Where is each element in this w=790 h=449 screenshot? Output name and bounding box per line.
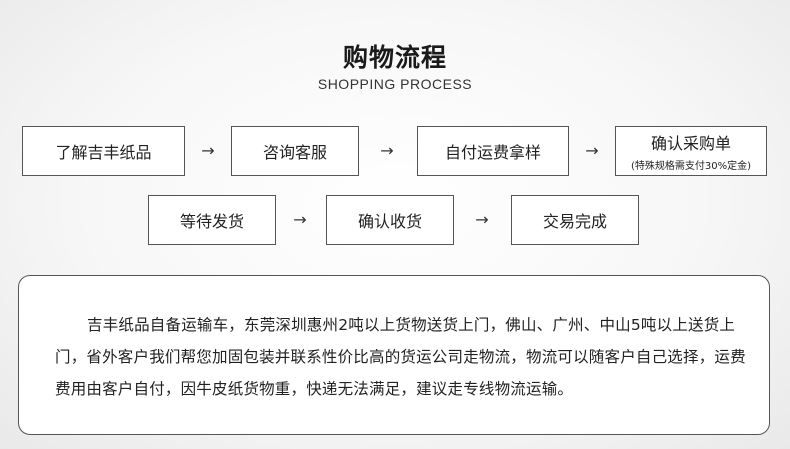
arrow-icon: → <box>380 141 394 160</box>
step-label: 咨询客服 <box>262 143 327 162</box>
step-get-sample: 自付运费拿样 <box>417 126 569 176</box>
step-note: (特殊规格需支付30%定金) <box>630 161 752 172</box>
step-confirm-order: 确认采购单 (特殊规格需支付30%定金) <box>615 126 767 176</box>
step-confirm-receipt: 确认收货 <box>326 195 454 245</box>
step-await-shipping: 等待发货 <box>148 195 276 245</box>
step-label: 自付运费拿样 <box>444 143 541 162</box>
arrow-icon: → <box>293 210 307 229</box>
arrow-icon: → <box>475 210 489 229</box>
step-label: 确认收货 <box>357 212 422 231</box>
page-subtitle: SHOPPING PROCESS <box>317 76 473 92</box>
page-title: 购物流程 <box>342 43 447 72</box>
shipping-description: 吉丰纸品自备运输车，东莞深圳惠州2吨以上货物送货上门，佛山、广州、中山5吨以上送… <box>18 275 770 435</box>
arrow-icon: → <box>201 141 215 160</box>
step-consult-service: 咨询客服 <box>231 126 359 176</box>
step-label: 了解吉丰纸品 <box>55 143 152 162</box>
step-learn-about: 了解吉丰纸品 <box>22 126 185 176</box>
step-label: 确认采购单 <box>650 134 731 153</box>
step-transaction-complete: 交易完成 <box>511 195 639 245</box>
arrow-icon: → <box>585 141 599 160</box>
step-label: 等待发货 <box>179 212 244 231</box>
step-label: 交易完成 <box>542 212 607 231</box>
